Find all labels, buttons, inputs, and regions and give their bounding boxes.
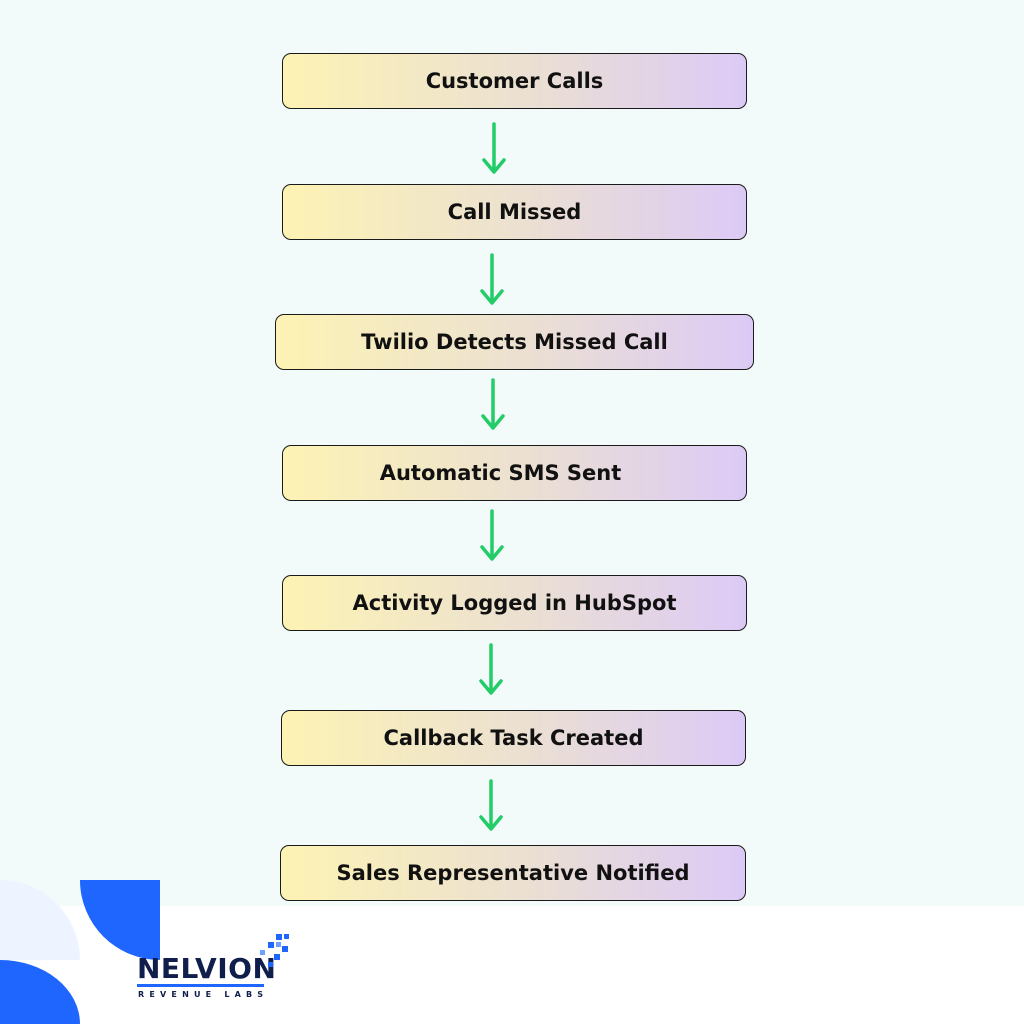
step-automatic-sms: Automatic SMS Sent (282, 445, 747, 501)
pixel-mark-icon (260, 934, 289, 967)
decor-shape (0, 880, 80, 960)
brand-corner: NELVION REVENUE LABS (0, 880, 300, 1024)
footer-band (0, 906, 1024, 1024)
arrow-down-icon (480, 509, 504, 561)
step-customer-calls: Customer Calls (282, 53, 747, 109)
arrow-down-icon (482, 122, 506, 174)
step-label: Customer Calls (425, 69, 604, 93)
step-twilio-detects: Twilio Detects Missed Call (275, 314, 754, 370)
logo-underline (137, 984, 264, 987)
step-callback-task: Callback Task Created (281, 710, 746, 766)
arrow-down-icon (481, 378, 505, 430)
step-label: Twilio Detects Missed Call (361, 330, 668, 354)
step-call-missed: Call Missed (282, 184, 747, 240)
arrow-down-icon (479, 643, 503, 695)
step-label: Call Missed (447, 200, 582, 224)
step-label: Sales Representative Notified (336, 861, 690, 885)
decor-shape (0, 960, 80, 1024)
arrow-down-icon (479, 779, 503, 831)
logo-subtitle: REVENUE LABS (138, 990, 269, 999)
decor-shape (80, 880, 160, 960)
step-label: Automatic SMS Sent (379, 461, 622, 485)
step-label: Activity Logged in HubSpot (352, 591, 677, 615)
step-label: Callback Task Created (383, 726, 644, 750)
flowchart: Customer Calls Call Missed Twilio Detect… (275, 53, 754, 901)
step-activity-logged: Activity Logged in HubSpot (282, 575, 747, 631)
logo-wordmark: NELVION (137, 952, 277, 985)
arrow-down-icon (480, 253, 504, 305)
step-sales-rep-notified: Sales Representative Notified (280, 845, 746, 901)
